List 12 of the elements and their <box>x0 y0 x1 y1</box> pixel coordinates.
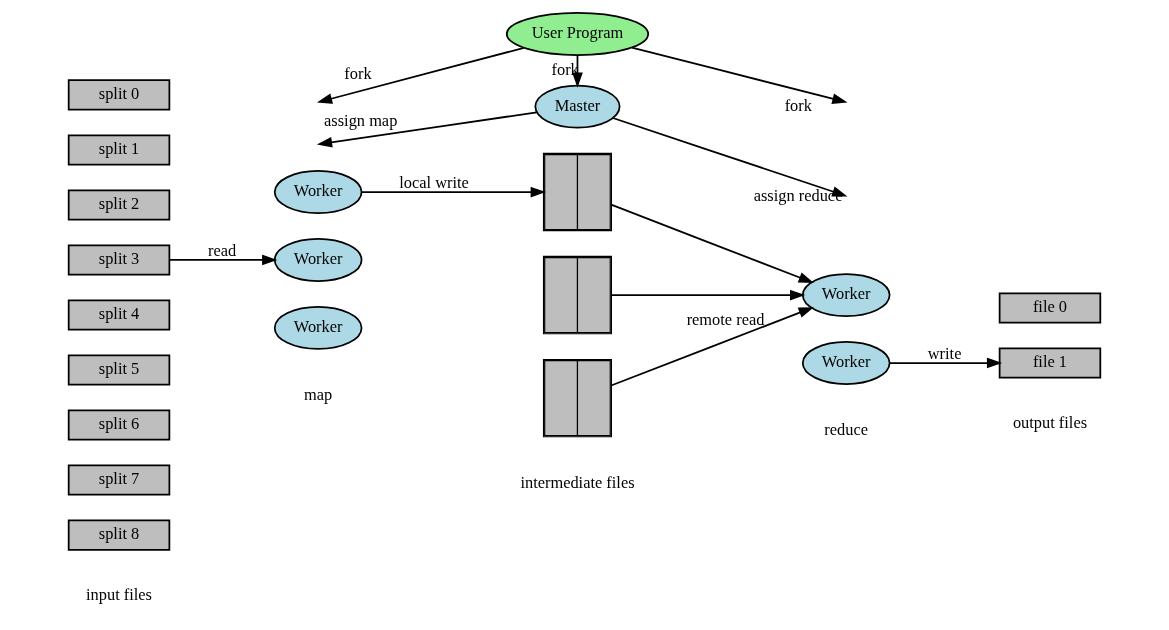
edge-label: fork <box>784 95 812 115</box>
edge-label: write <box>927 343 962 363</box>
edge-label: fork <box>344 64 372 84</box>
edge-label: read <box>207 240 237 260</box>
edge-label: assign map <box>324 111 398 131</box>
label: intermediate files <box>520 472 635 492</box>
label: reduce <box>824 420 868 440</box>
edge-label: local write <box>399 172 469 192</box>
label: map <box>304 385 333 405</box>
label: output files <box>1012 413 1088 433</box>
label: input files <box>86 585 153 605</box>
edge-label: remote read <box>686 309 765 329</box>
